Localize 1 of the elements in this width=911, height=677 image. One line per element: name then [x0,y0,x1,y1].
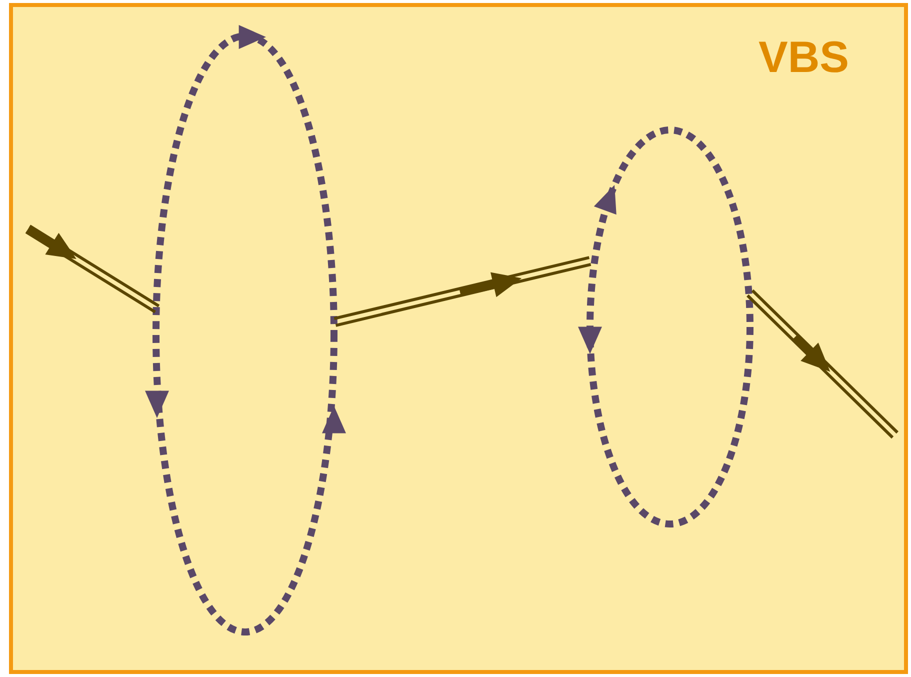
diagram-label: VBS [758,36,849,80]
